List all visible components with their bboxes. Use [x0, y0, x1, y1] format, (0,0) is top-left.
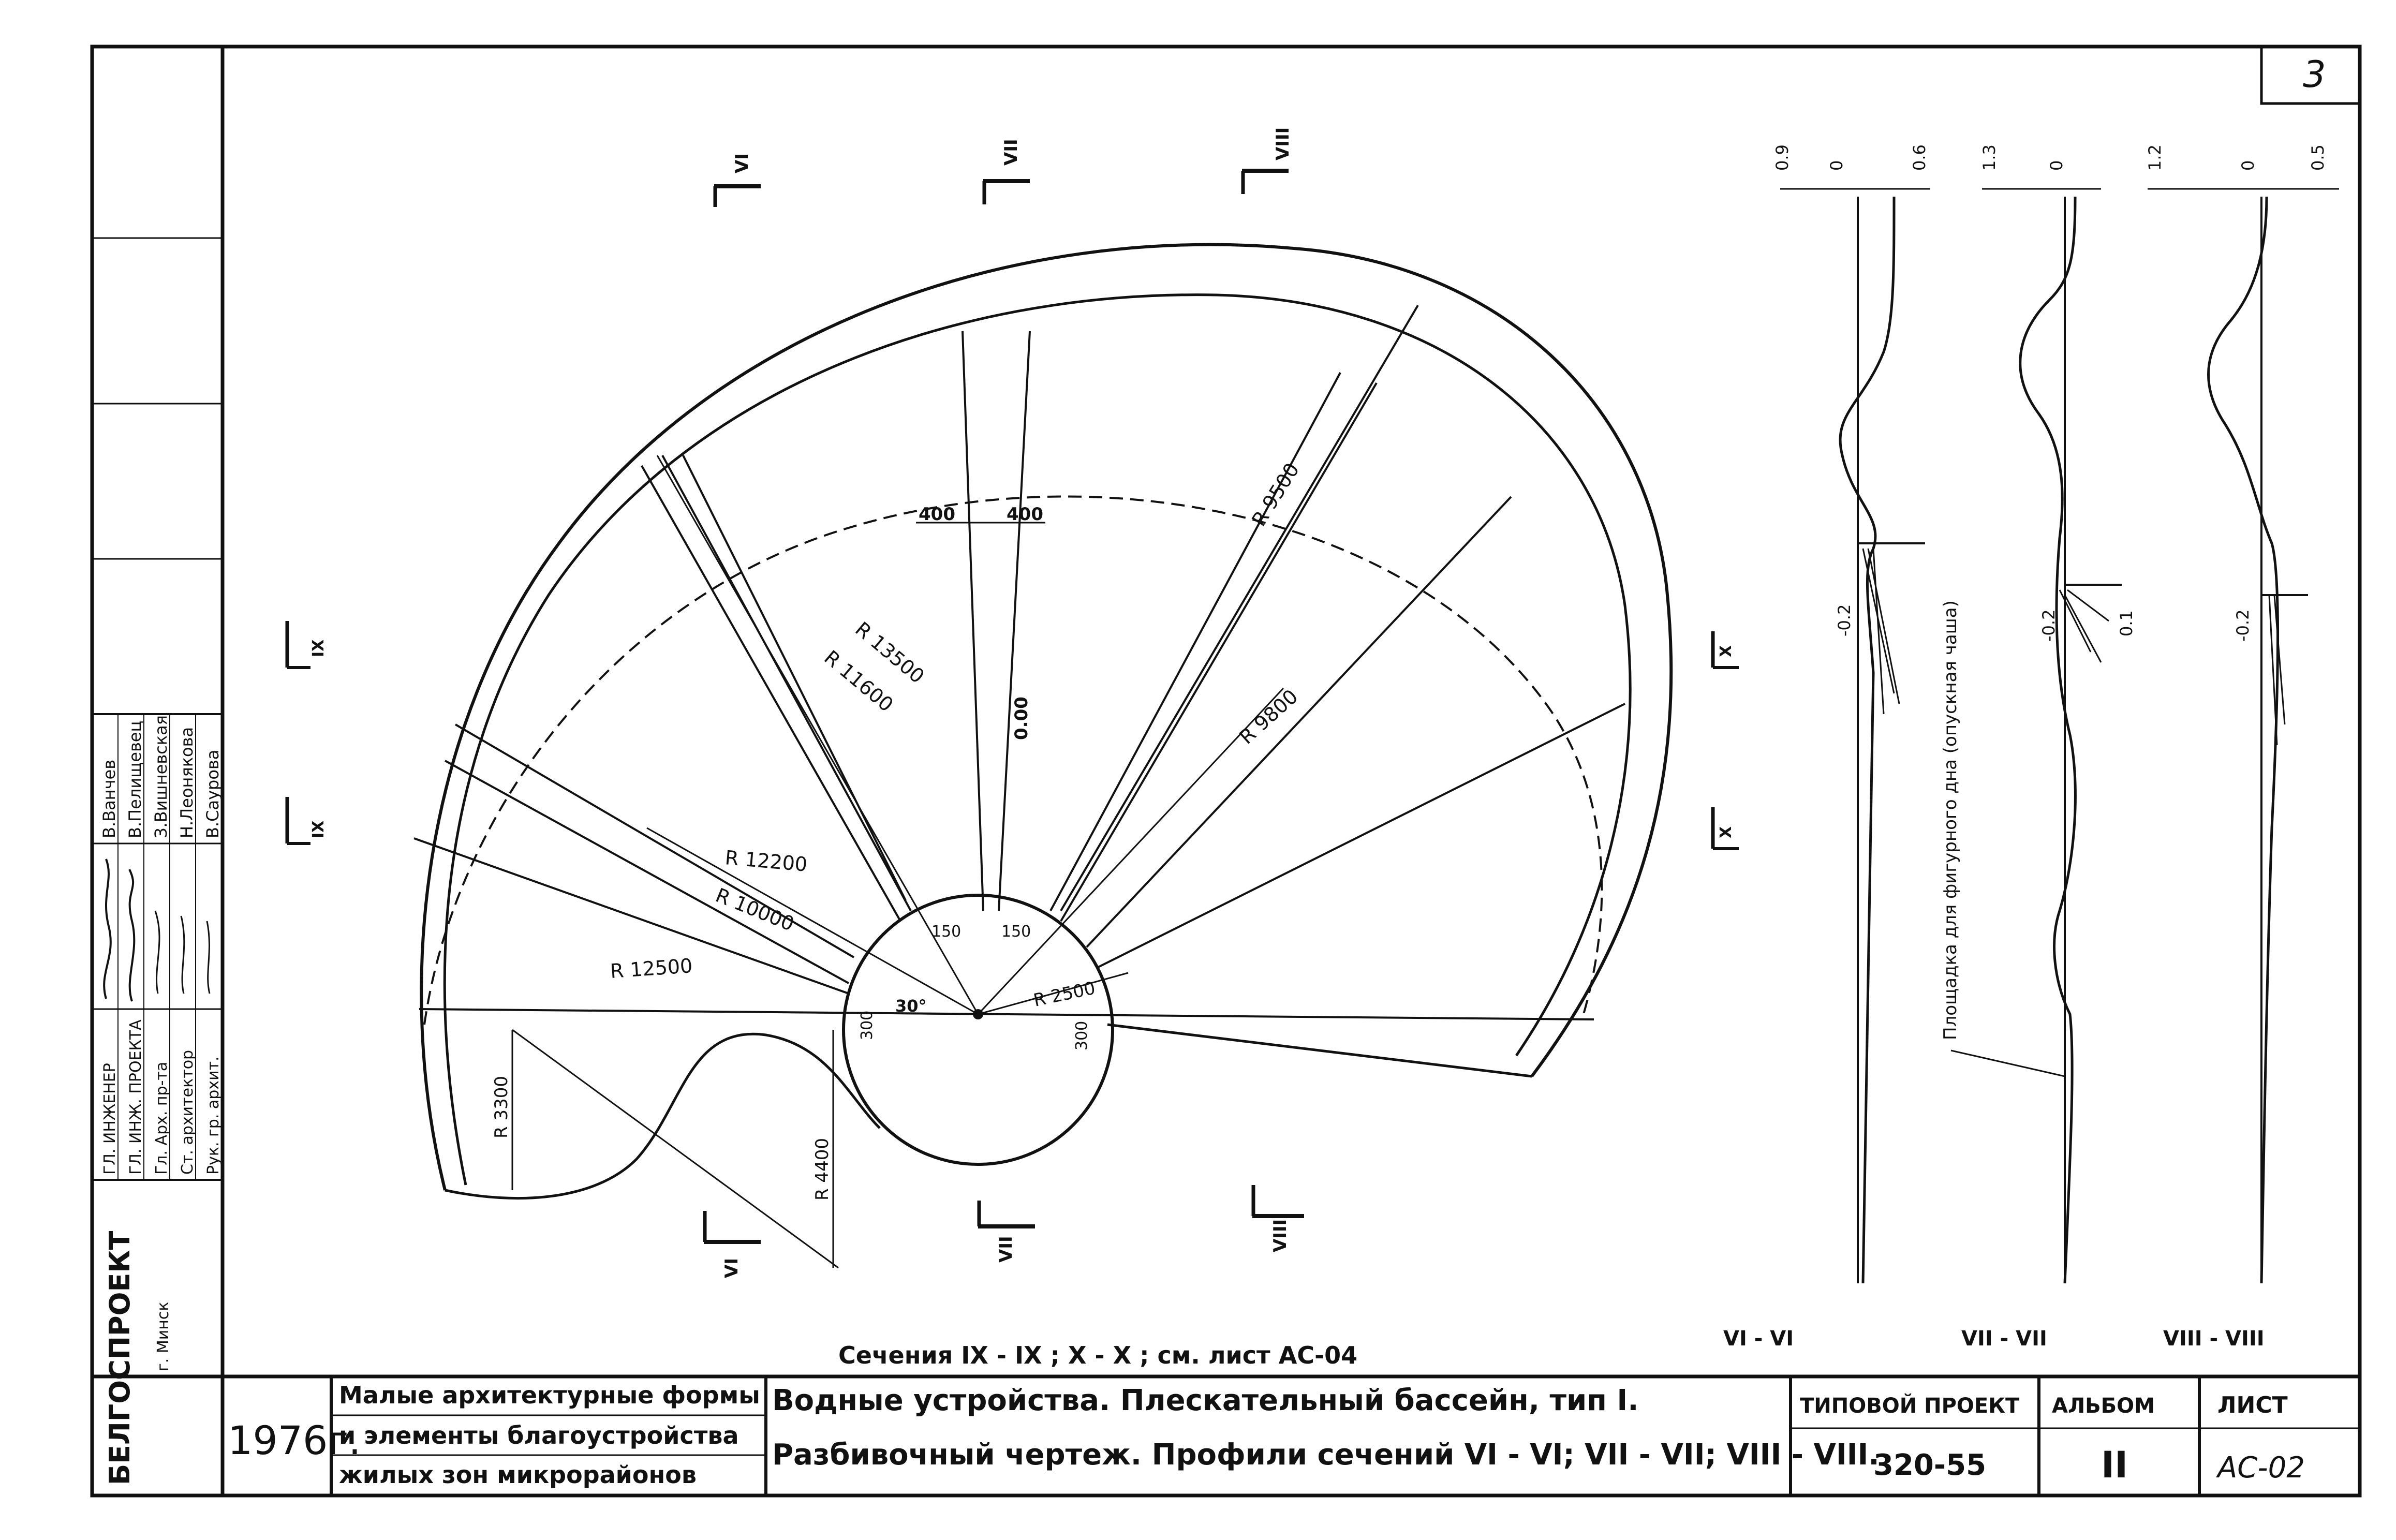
- section-mark-vii-top: VII: [982, 139, 1030, 204]
- handwritten-signature-1: [103, 858, 112, 999]
- section-mark-viii-top: VIII: [1241, 127, 1293, 194]
- radius-10000: R 10000: [713, 884, 797, 936]
- handwritten-signature-2: [128, 869, 136, 1002]
- album-theme-line-3: жилых зон микрорайонов: [339, 1461, 697, 1489]
- sheet-number: 3: [2303, 53, 2326, 96]
- section-label-viii-bottom: VIII: [1270, 1219, 1291, 1252]
- profile-viii-level-bottom: -0.2: [2233, 610, 2253, 642]
- signature-stamp: ГЛ. ИНЖЕНЕР ГЛ. ИНЖ. ПРОЕКТА Гл. Арх. пр…: [91, 237, 224, 1181]
- section-label-viii-top: VIII: [1273, 127, 1293, 160]
- handwritten-signature-5: [206, 921, 211, 994]
- profile-vii-level-2: 0: [2047, 160, 2066, 171]
- signature-role-1: ГЛ. ИНЖЕНЕР: [101, 1063, 119, 1175]
- dim-300-left: 300: [858, 1011, 876, 1040]
- year: 1976г.: [228, 1417, 361, 1463]
- level-0-00: 0.00: [1011, 697, 1032, 740]
- dim-150-right: 150: [1001, 923, 1031, 941]
- album-theme-line-1: Малые архитектурные формы: [339, 1381, 760, 1409]
- profile-vi-label: VI - VI: [1723, 1327, 1794, 1351]
- dim-300-right: 300: [1073, 1021, 1091, 1050]
- radial-spokes: [413, 304, 1625, 995]
- outer-rim: [420, 243, 1673, 1191]
- profile-vi-level-1: 0.9: [1772, 144, 1792, 171]
- project-label: ТИПОВОЙ ПРОЕКТ: [1800, 1393, 2020, 1418]
- signature-role-3: Гл. Арх. пр-та: [153, 1062, 171, 1175]
- sections-note: Сечения IX - IX ; X - X ; см. лист АС-04: [838, 1341, 1357, 1369]
- radius-3300: R 3300: [491, 1076, 512, 1138]
- lower-outline: [445, 1032, 881, 1200]
- profile-vi-level-2: 0: [1827, 160, 1846, 171]
- profile-viii-level-2: 0: [2238, 160, 2258, 171]
- sheet-code: АС-02: [2216, 1451, 2305, 1485]
- section-label-vi-bottom: VI: [721, 1258, 742, 1278]
- section-label-vii-bottom: VII: [996, 1236, 1016, 1263]
- section-label-x-right-bottom: X: [1717, 826, 1735, 838]
- section-mark-vi-bottom: VI: [703, 1211, 761, 1278]
- profile-vii: 1.3 0 -0.2 0.1 Площадка для фигурного дн…: [1940, 144, 2136, 1351]
- profile-viii-label: VIII - VIII: [2163, 1327, 2265, 1351]
- section-label-x-right-top: X: [1717, 645, 1735, 657]
- album-number: II: [2101, 1444, 2128, 1486]
- handwritten-signature-4: [180, 915, 185, 994]
- project-number: 320-55: [1873, 1448, 1986, 1482]
- section-label-vii-top: VII: [1001, 139, 1022, 166]
- profile-vii-level-1: 1.3: [1979, 144, 1999, 171]
- radius-9800: R 9800: [1235, 685, 1303, 749]
- radius-4400: R 4400: [812, 1138, 833, 1201]
- album-theme-line-2: и элементы благоустройства: [339, 1421, 739, 1449]
- section-mark-x-right-top: X: [1711, 631, 1739, 669]
- profile-vi-level-bottom: -0.2: [1835, 604, 1854, 636]
- handwritten-signature-3: [154, 910, 160, 994]
- profile-viii-level-1: 1.2: [2145, 144, 2165, 171]
- signature-role-4: Ст. архитектор: [179, 1050, 197, 1175]
- album-label: АЛЬБОМ: [2052, 1394, 2155, 1418]
- outer-frame: [90, 45, 2362, 1498]
- section-mark-vii-bottom: VII: [977, 1201, 1035, 1263]
- organization-city: г. Минск: [154, 1302, 172, 1371]
- dim-400-left: 400: [919, 504, 955, 525]
- drawing-title-line-1: Водные устройства. Плескательный бассейн…: [772, 1384, 1639, 1417]
- section-label-vi-top: VI: [732, 153, 752, 173]
- organization-name: БЕЛГОСПРОЕКТ: [103, 1231, 136, 1485]
- sheet-label: ЛИСТ: [2217, 1392, 2288, 1418]
- section-mark-viii-bottom: VIII: [1251, 1185, 1304, 1252]
- signature-name-2: В.Пелищевец: [125, 721, 145, 838]
- profile-viii-level-3: 0.5: [2308, 144, 2328, 171]
- signature-name-1: В.Ванчев: [99, 760, 119, 838]
- profile-vii-level-bottom: -0.2: [2039, 610, 2059, 642]
- signature-role-5: Рук. гр. архит.: [204, 1056, 223, 1175]
- dim-400-right: 400: [1007, 504, 1043, 525]
- inner-rim: [443, 293, 1632, 1186]
- profile-vi: 0.9 0 0.6 -0.2 VI - VI: [1723, 144, 1930, 1351]
- radius-2500: R 2500: [1032, 978, 1098, 1011]
- section-mark-ix-left-top: IX: [285, 621, 328, 669]
- profile-vi-level-3: 0.6: [1910, 144, 1929, 171]
- signature-role-2: ГЛ. ИНЖ. ПРОЕКТА: [127, 1019, 145, 1175]
- radius-12500: R 12500: [610, 954, 693, 983]
- signature-name-3: З.Вишневская: [151, 715, 171, 838]
- center-island: [842, 894, 1114, 1166]
- angle-30: 30°: [895, 996, 927, 1016]
- radius-12200: R 12200: [724, 846, 808, 876]
- pool-plan: R 13500 R 11600 R 12200 R 10000 R 12500 …: [285, 127, 1739, 1369]
- right-closing-line: [1107, 1023, 1532, 1078]
- section-label-ix-left-bottom: IX: [309, 821, 328, 838]
- profile-vii-label: VII - VII: [1961, 1327, 2047, 1351]
- mid-arc: [423, 495, 1603, 1025]
- profile-vii-annotation: Площадка для фигурного дна (опускная чаш…: [1940, 600, 1961, 1040]
- profile-vii-level-bottom-2: 0.1: [2117, 610, 2136, 636]
- drawing-title-line-2: Разбивочный чертеж. Профили сечений VI -…: [772, 1438, 1880, 1472]
- profile-viii: 1.2 0 0.5 -0.2 VIII - VIII: [2145, 144, 2339, 1351]
- signature-name-4: Н.Леонякова: [177, 727, 197, 838]
- sheet-number-box: [2260, 45, 2361, 105]
- signature-name-5: В.Саурова: [203, 750, 223, 838]
- section-mark-x-right-bottom: X: [1711, 807, 1739, 850]
- section-mark-vi-top: VI: [713, 153, 761, 207]
- section-label-ix-left-top: IX: [309, 640, 328, 657]
- dim-150-left: 150: [931, 923, 961, 941]
- section-mark-ix-left-bottom: IX: [285, 797, 328, 845]
